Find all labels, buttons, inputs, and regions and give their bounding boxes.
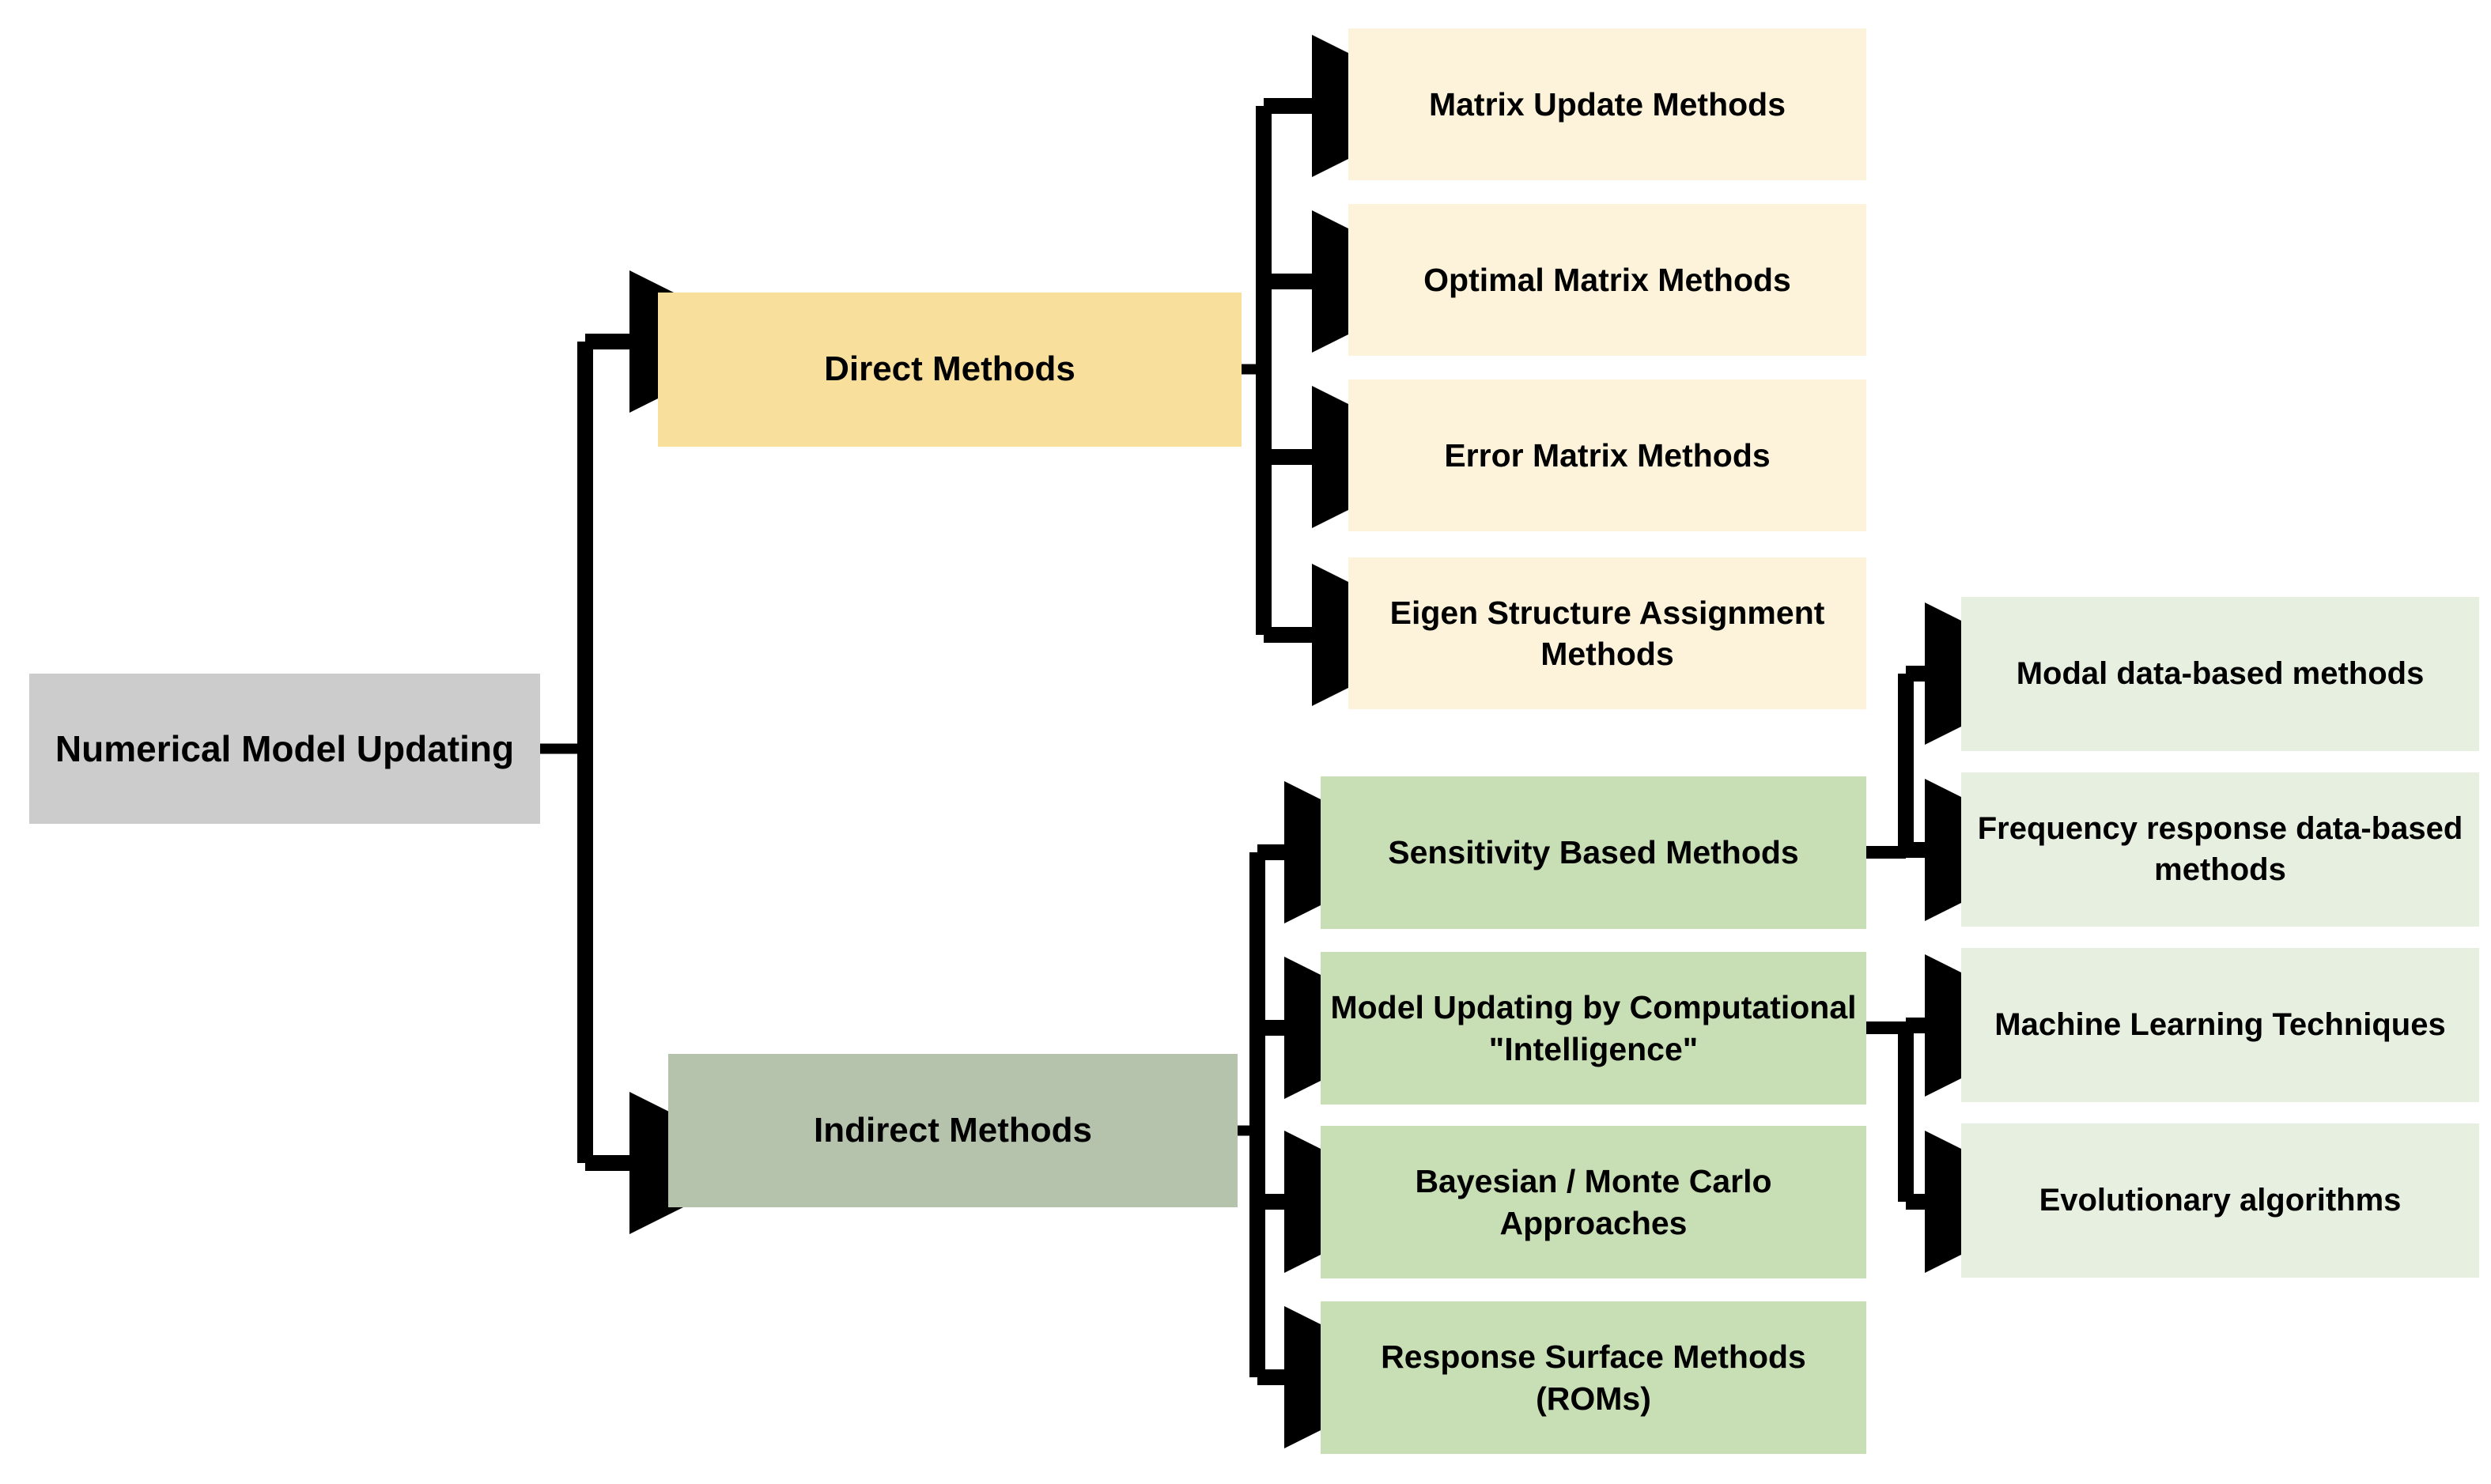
node-matrix-update-methods[interactable]: Matrix Update Methods bbox=[1348, 28, 1866, 180]
node-direct-methods[interactable]: Direct Methods bbox=[658, 293, 1242, 447]
node-error-matrix-methods[interactable]: Error Matrix Methods bbox=[1348, 379, 1866, 531]
node-machine-learning-techniques[interactable]: Machine Learning Techniques bbox=[1961, 948, 2479, 1102]
node-numerical-model-updating[interactable]: Numerical Model Updating bbox=[29, 674, 540, 824]
node-model-updating-computational-intelligence[interactable]: Model Updating by Computational "Intelli… bbox=[1321, 952, 1866, 1105]
node-frequency-response-data-based-methods[interactable]: Frequency response data-based methods bbox=[1961, 772, 2479, 927]
node-response-surface-methods[interactable]: Response Surface Methods (ROMs) bbox=[1321, 1301, 1866, 1454]
node-optimal-matrix-methods[interactable]: Optimal Matrix Methods bbox=[1348, 204, 1866, 356]
node-sensitivity-based-methods[interactable]: Sensitivity Based Methods bbox=[1321, 776, 1866, 929]
node-bayesian-monte-carlo-approaches[interactable]: Bayesian / Monte Carlo Approaches bbox=[1321, 1126, 1866, 1278]
node-indirect-methods[interactable]: Indirect Methods bbox=[668, 1054, 1238, 1207]
node-evolutionary-algorithms[interactable]: Evolutionary algorithms bbox=[1961, 1123, 2479, 1278]
node-modal-data-based-methods[interactable]: Modal data-based methods bbox=[1961, 597, 2479, 751]
node-eigen-structure-assignment-methods[interactable]: Eigen Structure Assignment Methods bbox=[1348, 557, 1866, 709]
